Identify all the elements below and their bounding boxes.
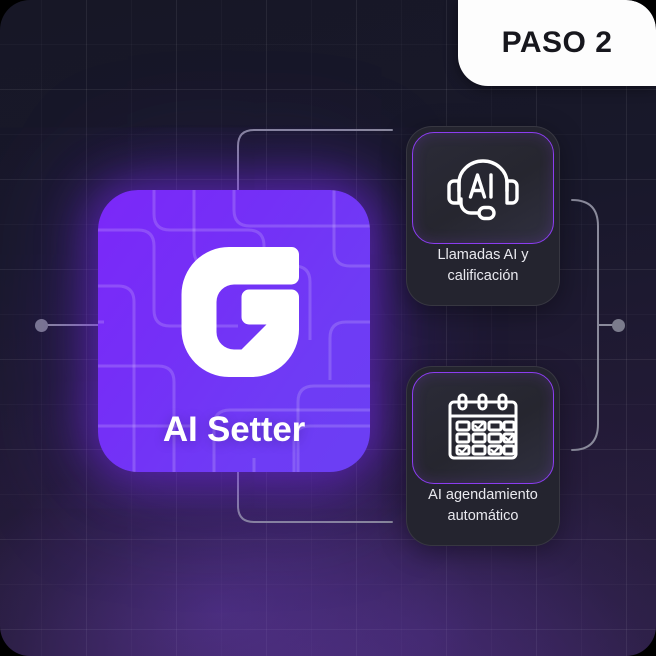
- feature-caption-agendamiento: AI agendamiento automático: [407, 485, 559, 526]
- caption-line-2: automático: [447, 507, 519, 524]
- step-badge-label: PASO 2: [501, 26, 613, 59]
- caption-line-1: AI agendamiento: [428, 487, 538, 503]
- ai-setter-logo-icon: [181, 246, 299, 377]
- caption-line-2: calificación: [447, 267, 519, 284]
- feature-icon-box-llamadas: [412, 132, 554, 244]
- headset-ai-icon: [447, 159, 519, 221]
- logo-container: [98, 204, 370, 419]
- connector-dot-right: [612, 319, 625, 332]
- caption-line-1: Llamadas AI y: [437, 247, 529, 263]
- feature-card-agendamiento[interactable]: AI agendamiento automático: [406, 366, 560, 546]
- feature-caption-llamadas: Llamadas AI y calificación: [407, 245, 559, 286]
- calendar-check-icon: [448, 393, 518, 460]
- connector-dot-left: [35, 319, 48, 332]
- circuit-pattern: [98, 190, 370, 472]
- ai-setter-card[interactable]: AI Setter: [98, 190, 370, 472]
- feature-card-llamadas[interactable]: Llamadas AI y calificación: [406, 126, 560, 306]
- feature-icon-box-agendamiento: [412, 372, 554, 484]
- ai-setter-title: AI Setter: [162, 410, 306, 449]
- step-badge: PASO 2: [458, 0, 656, 86]
